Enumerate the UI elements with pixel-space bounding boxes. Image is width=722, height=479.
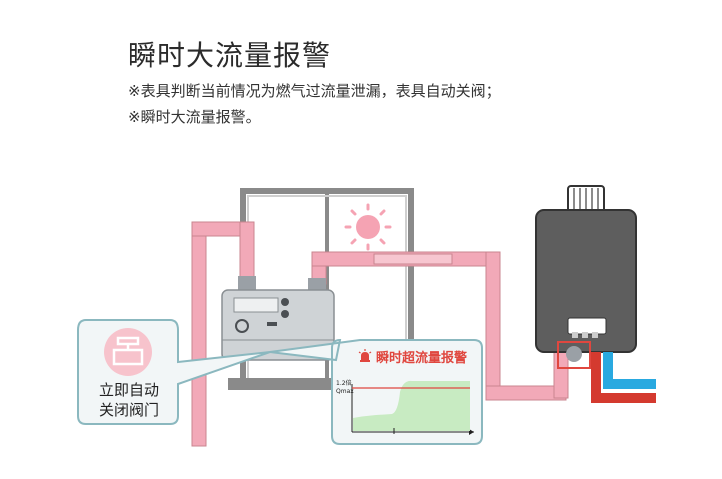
- note-auto-close: ※表具判断当前情况为燃气过流量泄漏，表具自动关阀；: [128, 82, 501, 100]
- alarm-label: 瞬时超流量报警: [376, 351, 468, 366]
- gas-pipes: [191, 221, 569, 447]
- valve-bubble-line2: 关闭阀门: [98, 401, 159, 419]
- threshold-label-qmax: Qmax: [336, 388, 354, 395]
- threshold-label: 1.2倍 Qmax: [336, 380, 354, 396]
- valve-close-bubble: [77, 319, 271, 425]
- flow-chart: [351, 380, 474, 435]
- siren-icon: [358, 348, 372, 362]
- note-flow-alarm: ※瞬时大流量报警。: [128, 108, 261, 126]
- gas-meter: [221, 276, 335, 361]
- threshold-label-multiplier: 1.2倍: [336, 380, 352, 387]
- sun-icon: [344, 203, 392, 251]
- valve-icon: [112, 336, 144, 366]
- flow-alarm-bubble: [269, 338, 483, 445]
- valve-bubble-line1: 立即自动: [98, 381, 159, 399]
- page-title: 瞬时大流量报警: [128, 39, 332, 72]
- valve-bubble-text: 立即自动 关闭阀门: [84, 380, 174, 420]
- water-heater: [535, 185, 656, 403]
